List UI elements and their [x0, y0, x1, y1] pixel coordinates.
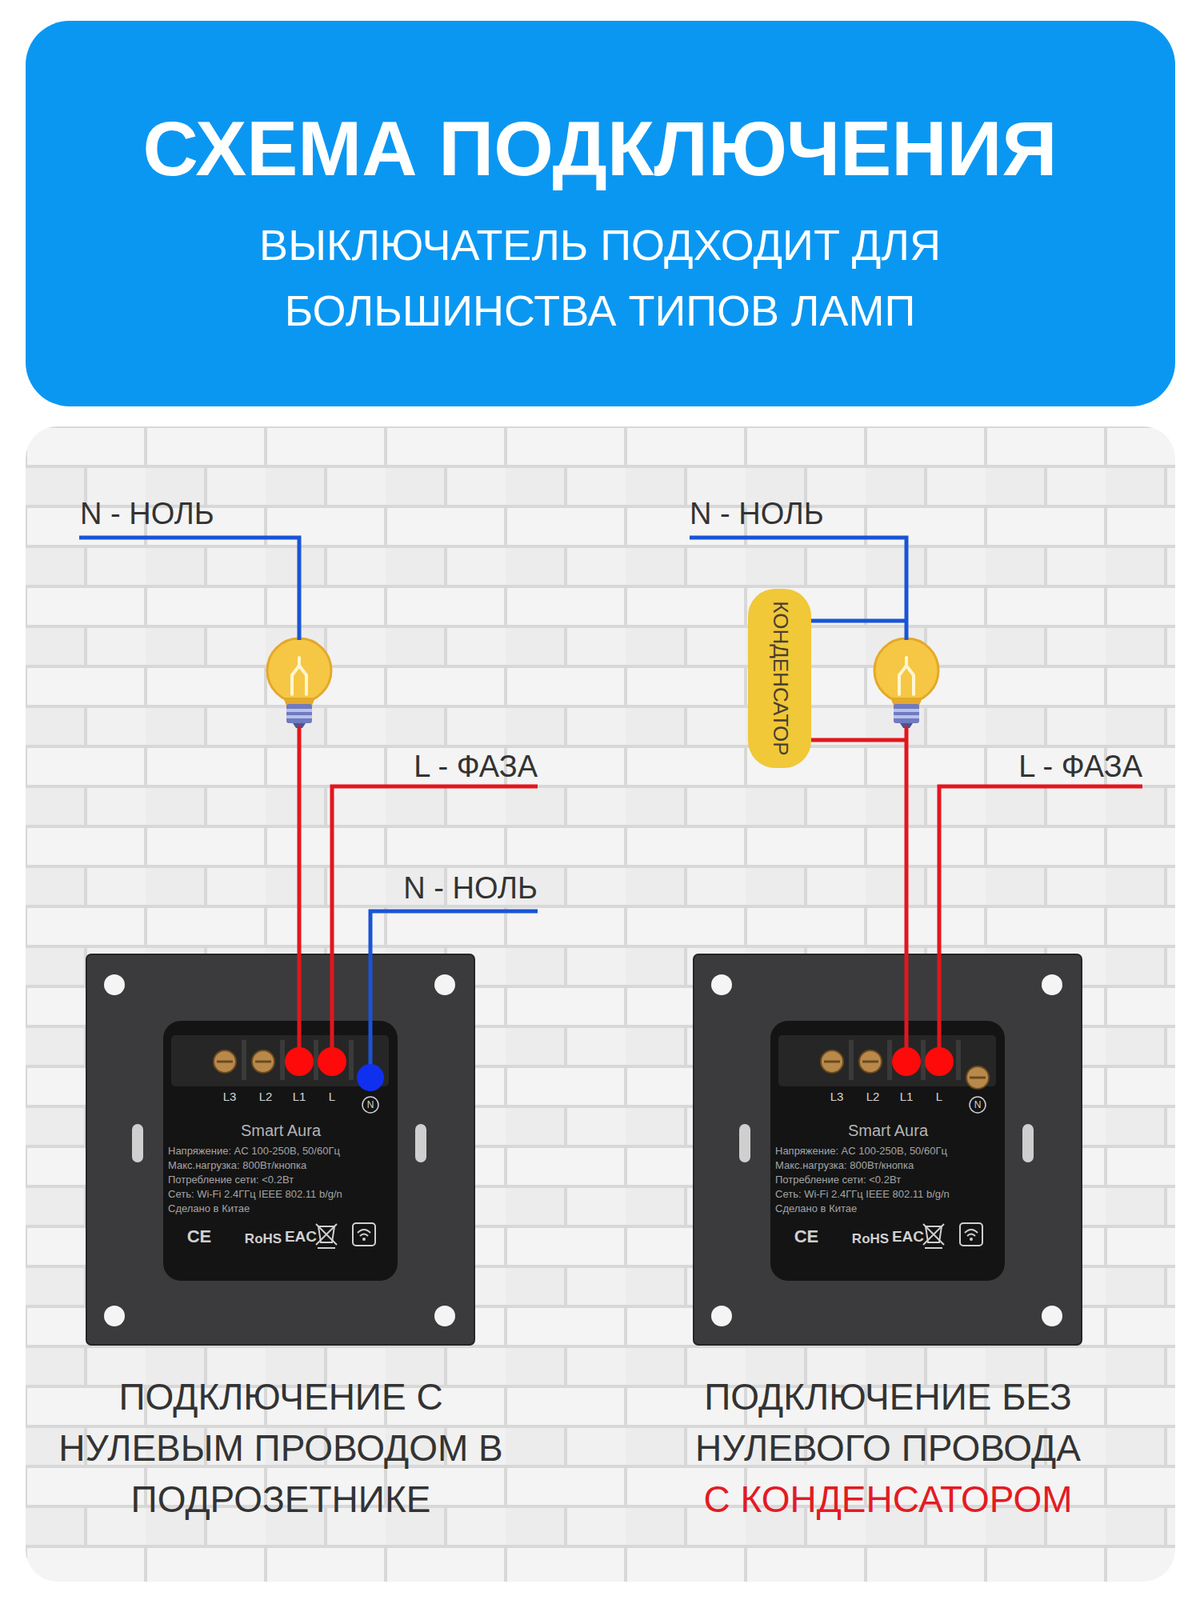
- terminal-dot: [284, 1047, 314, 1076]
- terminal-label: L: [328, 1089, 336, 1104]
- lamp-left: [267, 638, 332, 728]
- switch-module: L3 L2 L1 L N Smart AuraНапряжение: AC 100-250…: [86, 954, 475, 1345]
- cert-mark: CE: [794, 1226, 820, 1248]
- wire-label: N - НОЛЬ: [403, 870, 538, 908]
- cert-mark: CE: [187, 1226, 212, 1248]
- terminal-label: L2: [866, 1089, 880, 1104]
- neutral-wire: [370, 911, 538, 1078]
- switch-device-right: [693, 954, 1082, 1345]
- terminal-label: L2: [259, 1089, 273, 1104]
- wire-label: N - НОЛЬ: [689, 496, 824, 533]
- terminal-dot: [317, 1047, 347, 1076]
- cert-mark: RoHS: [852, 1231, 889, 1248]
- spec-line: Сделано в Китае: [168, 1202, 250, 1216]
- main-title: СХЕМА ПОДКЛЮЧЕНИЯ: [40, 102, 1160, 196]
- spec-line: Напряжение: AC 100-250В, 50/60Гц: [168, 1144, 340, 1158]
- spec-line: Макс.нагрузка: 800Вт/кнопка: [168, 1159, 307, 1172]
- capacitor-wire: [811, 619, 907, 624]
- wire-label: L - ФАЗА: [1018, 748, 1143, 786]
- terminal-label: N: [367, 1099, 375, 1111]
- terminal-label: N: [974, 1099, 982, 1111]
- switch-module: L3 L2 L1 L N Smart AuraНапряжение: AC 100-250…: [693, 954, 1082, 1345]
- diagram-caption-accent: С КОНДЕНСАТОРОМ: [648, 1473, 1128, 1525]
- lamp-wire: [904, 726, 909, 1062]
- lamp-wire: [297, 726, 302, 1062]
- switch-device-left: [86, 954, 475, 1345]
- header-panel: [25, 20, 1176, 407]
- terminal-label: L3: [223, 1089, 237, 1104]
- lamp-right: [874, 638, 939, 728]
- cert-mark: RoHS: [244, 1231, 282, 1248]
- terminal-dot: [924, 1047, 954, 1076]
- wire-label: L - ФАЗА: [413, 748, 538, 786]
- cert-mark: EAC: [892, 1228, 924, 1247]
- brick-wall: [25, 426, 1176, 1582]
- spec-line: Потребление сети: <0.2Вт: [168, 1173, 294, 1187]
- terminal-label: L1: [292, 1089, 307, 1104]
- terminal-label: L3: [830, 1089, 844, 1104]
- brand-name: Smart Aura: [240, 1120, 321, 1140]
- terminal-label: L: [936, 1089, 943, 1104]
- cert-mark: EAC: [284, 1228, 317, 1247]
- brand-name: Smart Aura: [848, 1120, 928, 1140]
- spec-line: Потребление сети: <0.2Вт: [775, 1173, 901, 1187]
- capacitor-label: КОНДЕНСАТОР: [767, 600, 792, 756]
- diagram-caption: ПОДКЛЮЧЕНИЕ С НУЛЕВЫМ ПРОВОДОМ В ПОДРОЗЕ…: [40, 1371, 521, 1525]
- phase-wire: [332, 786, 538, 1062]
- terminal-label: L1: [900, 1089, 914, 1104]
- spec-line: Напряжение: AC 100-250В, 50/60Гц: [775, 1144, 948, 1158]
- wire-label: N - НОЛЬ: [80, 496, 215, 533]
- capacitor-box: КОНДЕНСАТОР: [748, 588, 812, 768]
- spec-line: Макс.нагрузка: 800Вт/кнопка: [775, 1159, 914, 1172]
- spec-line: Сделано в Китае: [775, 1202, 857, 1216]
- spec-line: Сеть: Wi-Fi 2.4ГГц IEEE 802.11 b/g/n: [775, 1188, 950, 1201]
- phase-wire: [939, 786, 1143, 1062]
- capacitor-wire: [811, 738, 907, 743]
- spec-line: Сеть: Wi-Fi 2.4ГГц IEEE 802.11 b/g/n: [168, 1188, 343, 1201]
- terminal-dot: [892, 1047, 921, 1076]
- subtitle: ВЫКЛЮЧАТЕЛЬ ПОДХОДИТ ДЛЯ БОЛЬШИНСТВА ТИП…: [200, 212, 1000, 344]
- neutral-wire: [79, 537, 300, 640]
- terminal-dot: [356, 1064, 384, 1092]
- diagram-caption: ПОДКЛЮЧЕНИЕ БЕЗ НУЛЕВОГО ПРОВОДА: [648, 1371, 1128, 1474]
